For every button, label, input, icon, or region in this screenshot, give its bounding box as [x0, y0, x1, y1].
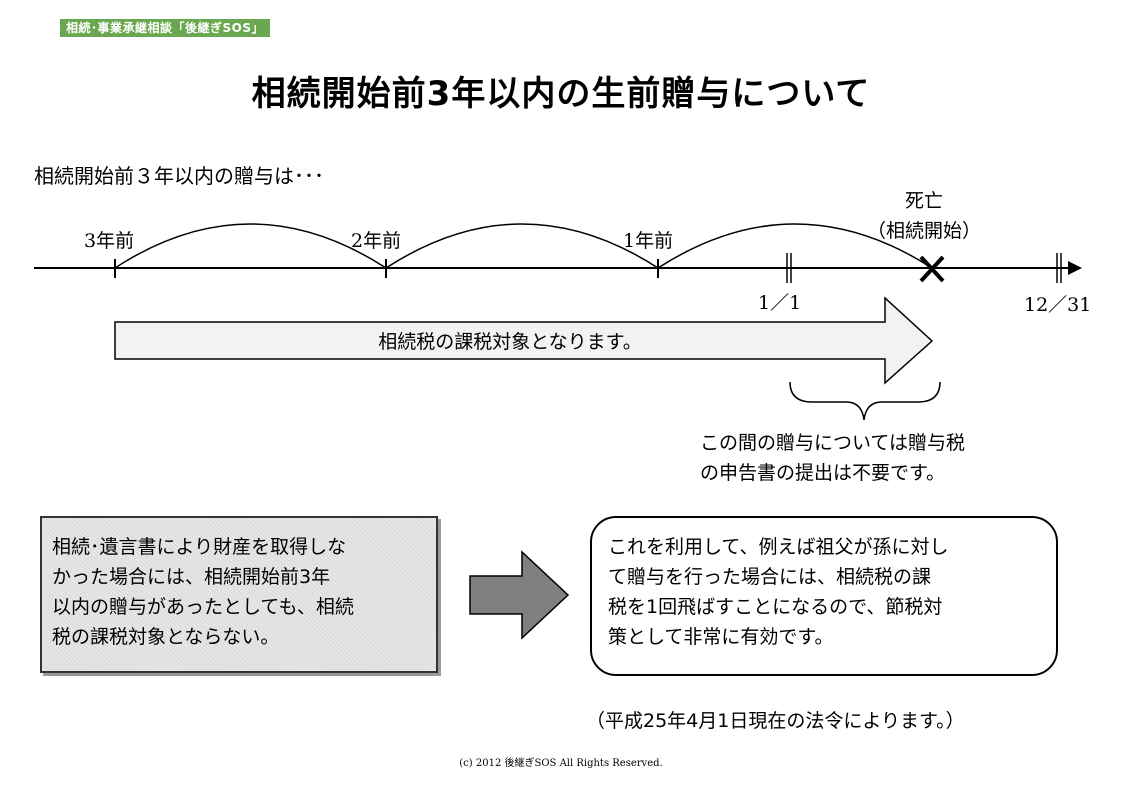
- brand-label: 相続･事業承継相談「後継ぎSOS」: [60, 19, 270, 37]
- middle-arrow-icon: [469, 550, 570, 640]
- death-cross-icon: [919, 255, 945, 283]
- right-box-line: 策として非常に有効です。: [608, 626, 834, 648]
- right-box-line: て贈与を行った場合には、相続税の課: [608, 566, 932, 588]
- period-brace: [789, 381, 941, 421]
- tick-label-1y: 1年前: [623, 230, 674, 252]
- death-sublabel: （相続開始）: [867, 220, 982, 242]
- left-box-line: 税の課税対象とならない。: [52, 626, 280, 648]
- year-arc-3: [657, 223, 933, 269]
- left-box-line: 以内の贈与があったとしても、相続: [52, 596, 354, 618]
- footnote: （平成25年4月1日現在の法令によります。）: [586, 710, 965, 732]
- copyright: (c) 2012 後継ぎSOS All Rights Reserved.: [459, 758, 663, 769]
- year-arc-2: [385, 223, 659, 269]
- death-label: 死亡: [905, 190, 944, 212]
- brace-note-line: の申告書の提出は不要です。: [700, 462, 946, 484]
- tick-label-3y: 3年前: [84, 230, 135, 252]
- left-box-line: かった場合には、相続開始前3年: [52, 566, 331, 588]
- right-box-line: これを利用して、例えば祖父が孫に対し: [608, 536, 949, 558]
- right-box-line: 税を1回飛ばすことになるので、節税対: [608, 596, 943, 618]
- date-start-label: 1／1: [758, 292, 802, 314]
- brace-note-line: この間の贈与については贈与税: [700, 432, 966, 454]
- tick-label-2y: 2年前: [351, 230, 402, 252]
- timeline-intro: 相続開始前３年以内の贈与は･･･: [34, 164, 324, 188]
- page-title: 相続開始前3年以内の生前贈与について: [251, 74, 871, 114]
- brace-note: この間の贈与については贈与税 の申告書の提出は不要です。: [700, 428, 1060, 488]
- date-end-label: 12／31: [1024, 294, 1092, 316]
- timeline-arrowhead: [1068, 261, 1082, 275]
- taxable-period-arrow: [114, 296, 934, 385]
- year-arc-1: [114, 223, 387, 269]
- right-info-box: これを利用して、例えば祖父が孫に対し て贈与を行った場合には、相続税の課 税を1…: [590, 516, 1058, 676]
- arrow-label: 相続税の課税対象となります。: [378, 331, 642, 353]
- left-info-box: 相続･遺言書により財産を取得しな かった場合には、相続開始前3年 以内の贈与があ…: [40, 516, 438, 673]
- left-box-line: 相続･遺言書により財産を取得しな: [52, 536, 347, 558]
